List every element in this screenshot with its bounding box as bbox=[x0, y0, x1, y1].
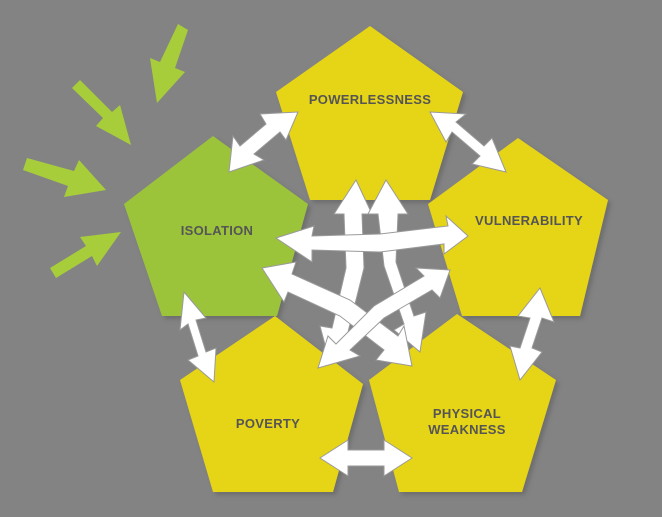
arrow-vulnerability-physical bbox=[509, 287, 555, 382]
arrow-powerlessness-vulnerability bbox=[429, 111, 507, 173]
inward-burst-arrows bbox=[23, 24, 188, 278]
burst-arrow-4 bbox=[50, 232, 121, 278]
label-vulnerability: VULNERABILITY bbox=[475, 213, 583, 228]
arrow-isolation-poverty bbox=[179, 290, 217, 384]
star-arrow-3 bbox=[274, 214, 469, 263]
burst-arrow-1 bbox=[150, 24, 188, 103]
burst-arrow-2 bbox=[72, 80, 131, 145]
arrow-poverty-physical bbox=[319, 439, 413, 477]
label-poverty: POVERTY bbox=[236, 416, 300, 431]
label-physical-weakness-line2: WEAKNESS bbox=[428, 422, 506, 437]
node-poverty bbox=[180, 316, 363, 492]
node-powerlessness bbox=[276, 26, 463, 200]
node-isolation bbox=[124, 136, 308, 316]
star-arrow-2 bbox=[367, 179, 427, 353]
central-star-arrows bbox=[261, 178, 469, 369]
label-physical-weakness-line1: PHYSICAL bbox=[433, 406, 501, 421]
star-arrow-5 bbox=[317, 267, 451, 369]
label-isolation: ISOLATION bbox=[181, 223, 254, 238]
arrow-isolation-powerlessness bbox=[228, 111, 299, 173]
star-arrow-4 bbox=[261, 261, 413, 367]
node-physical-weakness bbox=[369, 314, 556, 492]
outer-connectors bbox=[179, 111, 555, 477]
burst-arrow-3 bbox=[23, 158, 106, 197]
node-vulnerability bbox=[428, 138, 608, 316]
label-powerlessness: POWERLESSNESS bbox=[309, 92, 431, 107]
